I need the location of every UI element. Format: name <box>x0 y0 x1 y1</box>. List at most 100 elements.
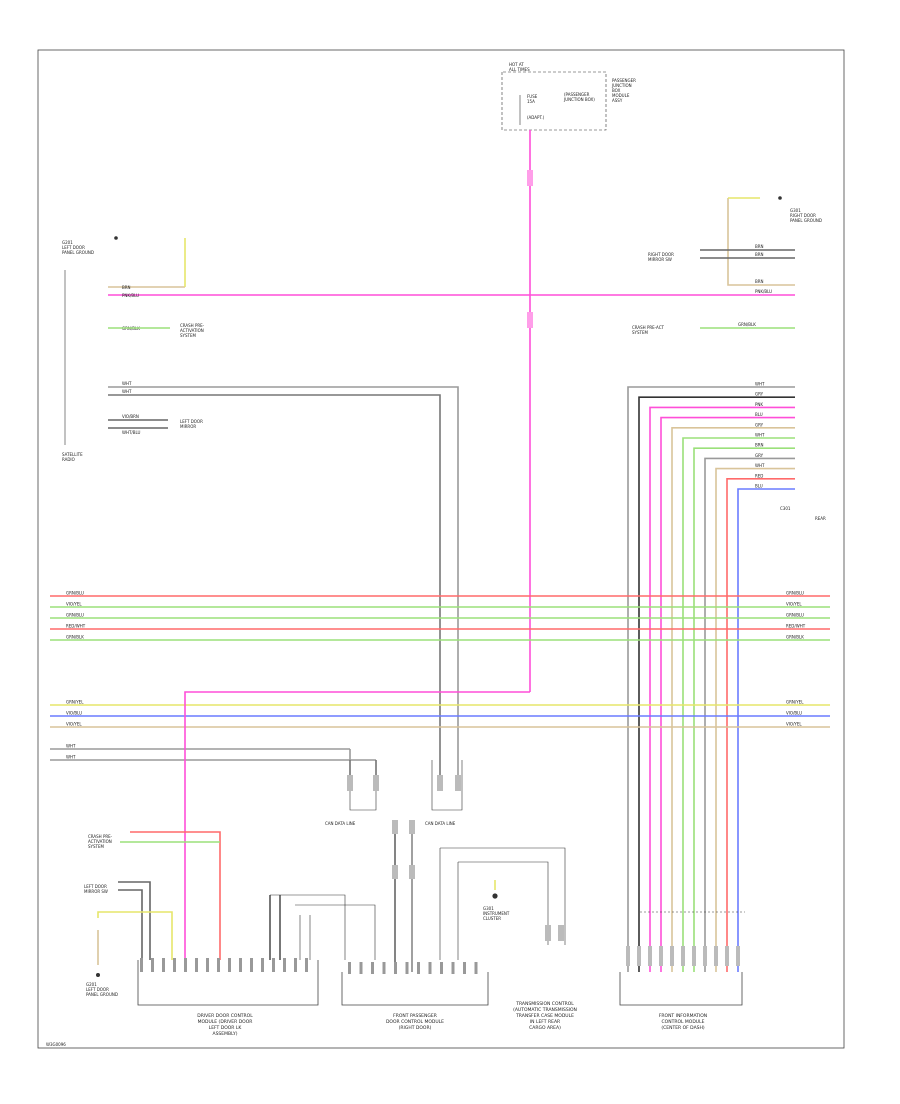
bundle-wire <box>704 457 795 972</box>
bottom-mirror-wire-1 <box>118 881 151 960</box>
module-2-line-2: DOOR CONTROL MODULE <box>386 1019 444 1025</box>
left-signal-3: SYSTEM <box>180 333 196 338</box>
module-3-line-1: TRANSMISSION CONTROL <box>515 1001 574 1007</box>
module-front-info: FRONT INFORMATION CONTROL MODULE (CENTER… <box>619 911 745 1031</box>
lamp-label-1: G301 <box>483 906 494 911</box>
bundle-label: RED <box>755 473 763 478</box>
feed-connector-mid <box>527 312 533 328</box>
fuse-desc-5: BOX <box>612 88 621 93</box>
module-1-line-2: MODULE (DRIVER DOOR <box>198 1019 253 1025</box>
right-signal-2: SYSTEM <box>632 330 648 335</box>
right-connector-1: C301 <box>780 506 791 511</box>
bundle-wire <box>649 406 795 972</box>
bus-left-label: GRN/BLU <box>66 613 84 618</box>
right-mirror-2: MIRROR SW <box>648 257 672 262</box>
diagram-border <box>37 49 845 1049</box>
right-wire-label-3: BRN <box>755 279 764 284</box>
bundle-label: BLU <box>755 484 763 489</box>
left-gray-wire-2 <box>108 394 441 780</box>
right-connector-2: REAR <box>815 516 826 521</box>
m1-link <box>270 894 346 960</box>
satellite-2: RADIO <box>62 457 75 462</box>
right-wire-label-4: PNK/BLU <box>755 289 772 294</box>
m1-link-2 <box>295 904 376 960</box>
bundle-wire <box>638 396 795 972</box>
right-wire-label-5: GRN/BLK <box>738 322 756 327</box>
left-signal-2: ACTIVATION <box>180 328 204 333</box>
module-2-line-3: (RIGHT DOOR) <box>399 1025 432 1031</box>
left-ground-line-3: PANEL GROUND <box>62 250 94 255</box>
module-3-line-2: (AUTOMATIC TRANSMISSION <box>513 1007 577 1013</box>
right-wire-label-2: BRN <box>755 252 764 257</box>
bus-left-label: VIO/YEL <box>66 602 82 607</box>
right-mirror-1: RIGHT DOOR <box>648 252 674 257</box>
module-3-line-4: IN LEFT REAR <box>530 1019 560 1025</box>
bundle-label: GRY <box>755 392 764 397</box>
bundle-label: WHT <box>755 433 765 438</box>
bus-right-label: GRN/YEL <box>786 700 804 705</box>
lamp-icon <box>492 893 498 899</box>
bottom-crash-1: CRASH PRE- <box>88 834 113 839</box>
bus-left-label: GRN/BLK <box>66 635 84 640</box>
bus-right-label: GRN/BLK <box>786 635 804 640</box>
bus-right-label: VIO/BLU <box>786 711 802 716</box>
module-2-line-1: FRONT PASSENGER <box>393 1013 437 1019</box>
fuse-box: HOT AT ALL TIMES FUSE 15A (ADAPT.) (PASS… <box>501 62 636 131</box>
module-1-line-1: DRIVER DOOR CONTROL <box>197 1013 253 1019</box>
left-wire-label-7: WHT/BLU <box>122 430 141 435</box>
can-splices: CAN DATA LINE CAN DATA LINE <box>325 760 463 972</box>
satellite-1: SATELLITE <box>62 452 83 457</box>
bus-right-label: RED/WHT <box>786 624 806 629</box>
left-wire-label-6: VIO/BRN <box>122 414 139 419</box>
fuse-label: FUSE <box>527 94 538 99</box>
module-transmission: TRANSMISSION CONTROL (AUTOMATIC TRANSMIS… <box>513 1001 577 1031</box>
fuse-desc-2: JUNCTION BOX) <box>563 97 595 102</box>
feed-connector-top <box>527 170 533 186</box>
bundle-wire <box>693 447 795 972</box>
fuse-desc-4: JUNCTION <box>611 83 632 88</box>
bundle-label: BLU <box>755 412 763 417</box>
splice-label-1: CAN DATA LINE <box>325 821 356 826</box>
bundle-label: BRN <box>755 443 764 448</box>
left-wire-label-1: BRN <box>122 285 131 290</box>
right-ground-line-3: PANEL GROUND <box>790 218 822 223</box>
fuse-amp: 15A <box>527 99 535 104</box>
bottom-crash-3: SYSTEM <box>88 844 104 849</box>
bus-right-label: GRN/BLU <box>786 591 804 596</box>
module-4-line-2: CONTROL MODULE <box>662 1019 705 1025</box>
module-3-line-5: CARGO AREA) <box>529 1025 561 1031</box>
bottom-mirror-2: MIRROR SW <box>84 889 108 894</box>
left-signal-1: CRASH PRE- <box>180 323 205 328</box>
bus-left-label: WHT <box>66 755 76 760</box>
lamp-block: G301 INSTRUMENT CLUSTER <box>439 847 566 960</box>
fuse-hot-line-2: ALL TIMES <box>509 67 530 72</box>
bottom-ground-3: PANEL GROUND <box>86 992 118 997</box>
right-ground: G301 RIGHT DOOR PANEL GROUND <box>727 196 822 286</box>
module-passenger-door: FRONT PASSENGER DOOR CONTROL MODULE (RIG… <box>341 962 489 1031</box>
bus-left-label: VIO/BLU <box>66 711 82 716</box>
fuse-hot-line-1: HOT AT <box>509 62 524 67</box>
left-ground-line-1: G201 <box>62 240 73 245</box>
bottom-red-wire <box>130 831 221 960</box>
bottom-crash-2: ACTIVATION <box>88 839 112 844</box>
bus-left-label: VIO/YEL <box>66 722 82 727</box>
left-ground: G201 LEFT DOOR PANEL GROUND <box>62 236 118 445</box>
bottom-ground-1: G201 <box>86 982 97 987</box>
bundle-wire <box>660 416 795 972</box>
module-1-line-4: ASSEMBLY) <box>212 1031 237 1037</box>
bundle-label: WHT <box>755 463 765 468</box>
fuse-adapt: (ADAPT.) <box>527 115 545 120</box>
fuse-desc-6: MODULE <box>612 93 630 98</box>
bottom-ground-icon <box>96 973 100 977</box>
right-ground-line-2: RIGHT DOOR <box>790 213 816 218</box>
lamp-label-2: INSTRUMENT <box>483 911 510 916</box>
bottom-ground-2: LEFT DOOR <box>86 987 109 992</box>
pink-module-feed <box>184 691 530 960</box>
bundle-label: PNK <box>755 402 763 407</box>
left-mirror-1: LEFT DOOR <box>180 419 203 424</box>
left-mirror-2: MIRROR <box>180 424 196 429</box>
bus-left-label: GRN/BLU <box>66 591 84 596</box>
left-ground-line-2: LEFT DOOR <box>62 245 85 250</box>
left-wire-label-5: WHT <box>122 389 132 394</box>
bus-right-label: VIO/YEL <box>786 602 802 607</box>
